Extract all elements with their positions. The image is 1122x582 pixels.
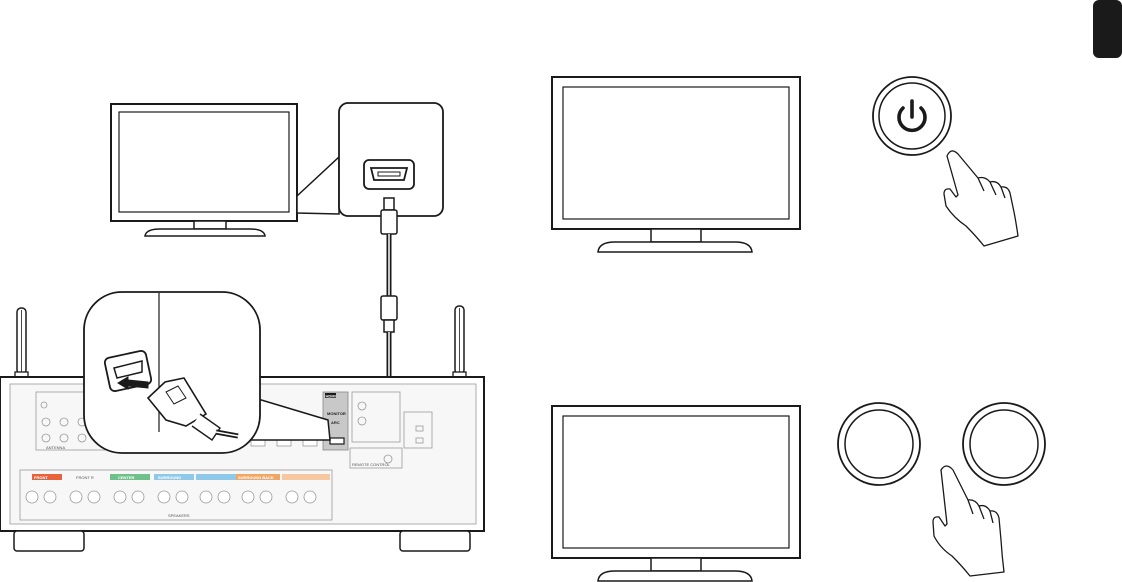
front-label: FRONT xyxy=(34,475,48,480)
antenna-right xyxy=(452,305,467,383)
page-edge-tab xyxy=(1093,0,1122,58)
center-label: CENTER xyxy=(118,475,135,480)
arc-label: ARC xyxy=(331,420,340,425)
tv-left xyxy=(110,103,298,237)
button-left xyxy=(837,402,921,486)
speakers-label: SPEAKERS xyxy=(168,513,190,518)
monitor-label: MONITOR xyxy=(327,411,346,416)
receiver-hdmi-port-callout xyxy=(83,291,331,454)
power-button xyxy=(872,76,952,156)
hdmi-label: HDMI xyxy=(326,393,336,398)
button-right xyxy=(962,402,1046,486)
antenna-label: ANTENNA xyxy=(46,445,65,450)
remote-control-label: REMOTE CONTROL xyxy=(352,462,391,467)
surround-label: SURROUND xyxy=(158,475,181,480)
av-receiver: ANTENNA HDMI MONITOR ARC REMOTE CONTROL … xyxy=(0,376,485,552)
antenna-left xyxy=(14,307,29,383)
tv-right-top xyxy=(551,76,801,253)
hand-press-power-icon xyxy=(943,150,1019,247)
tv-hdmi-port-callout xyxy=(296,102,444,217)
tv-right-bottom xyxy=(551,405,801,582)
surround-back-label: SURROUND BACK xyxy=(238,475,274,480)
hand-press-button-icon xyxy=(932,465,1005,577)
front-r-label: FRONT R xyxy=(76,475,94,480)
